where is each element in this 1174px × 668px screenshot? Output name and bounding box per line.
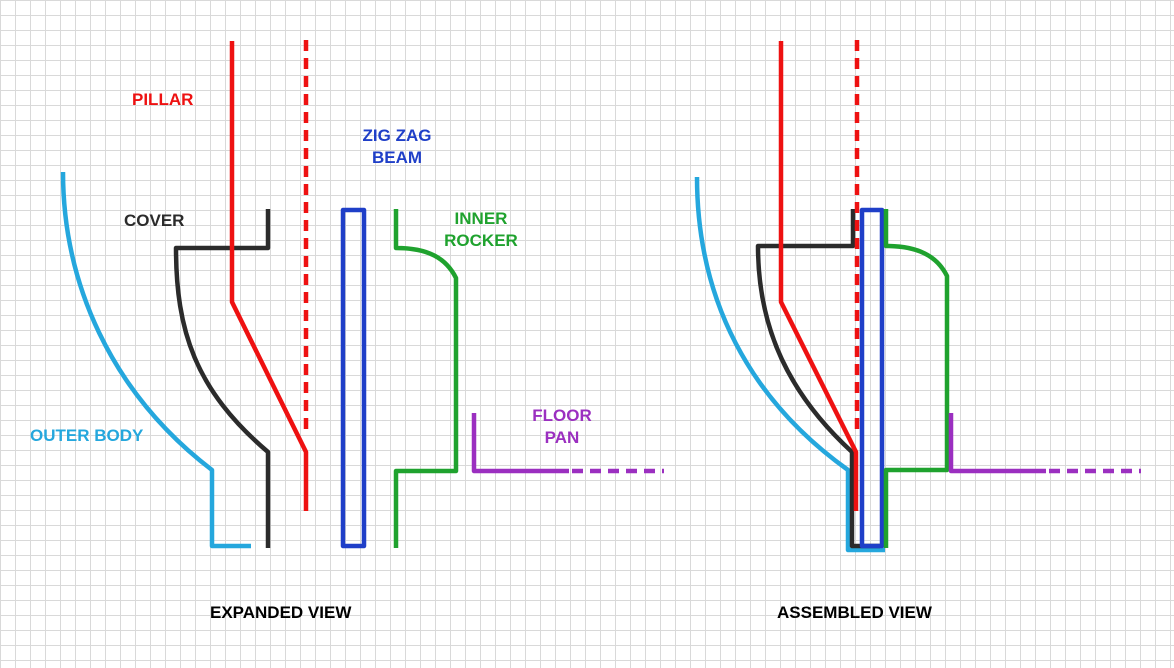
cover-part-assembled [755, 209, 880, 549]
outer-body-part-assembled [694, 176, 885, 553]
inner-rocker-label-line1: INNER [454, 209, 508, 228]
pillar-part [229, 41, 309, 511]
inner-rocker-label-line2: ROCKER [444, 231, 518, 250]
floor-pan-label: FLOOR PAN [522, 405, 602, 449]
outer-body-label: OUTER BODY [30, 426, 144, 445]
assembled-view-caption: ASSEMBLED VIEW [777, 603, 932, 622]
zig-zag-beam-label-line1: ZIG ZAG [362, 126, 432, 145]
floor-pan-label-line2: PAN [544, 428, 580, 447]
zig-zag-beam-label: ZIG ZAG BEAM [352, 125, 442, 169]
floor-pan-part [471, 413, 569, 474]
inner-rocker-part [393, 209, 459, 548]
zig-zag-beam-label-line2: BEAM [371, 148, 423, 167]
pillar-part-assembled [778, 41, 859, 511]
outer-body-part [60, 171, 251, 549]
floor-pan-label-line1: FLOOR [532, 406, 592, 425]
assembled-view [694, 40, 1141, 553]
cover-part [173, 209, 271, 548]
inner-rocker-label: INNER ROCKER [436, 208, 526, 252]
zig-zag-beam-part [340, 207, 367, 549]
inner-rocker-part-assembled [883, 209, 950, 548]
cover-label: COVER [124, 211, 185, 230]
expanded-view-caption: EXPANDED VIEW [210, 603, 352, 622]
expanded-view [60, 40, 664, 549]
zig-zag-beam-part-assembled [859, 207, 885, 549]
floor-pan-part-assembled [948, 413, 1046, 474]
pillar-label: PILLAR [132, 90, 194, 109]
